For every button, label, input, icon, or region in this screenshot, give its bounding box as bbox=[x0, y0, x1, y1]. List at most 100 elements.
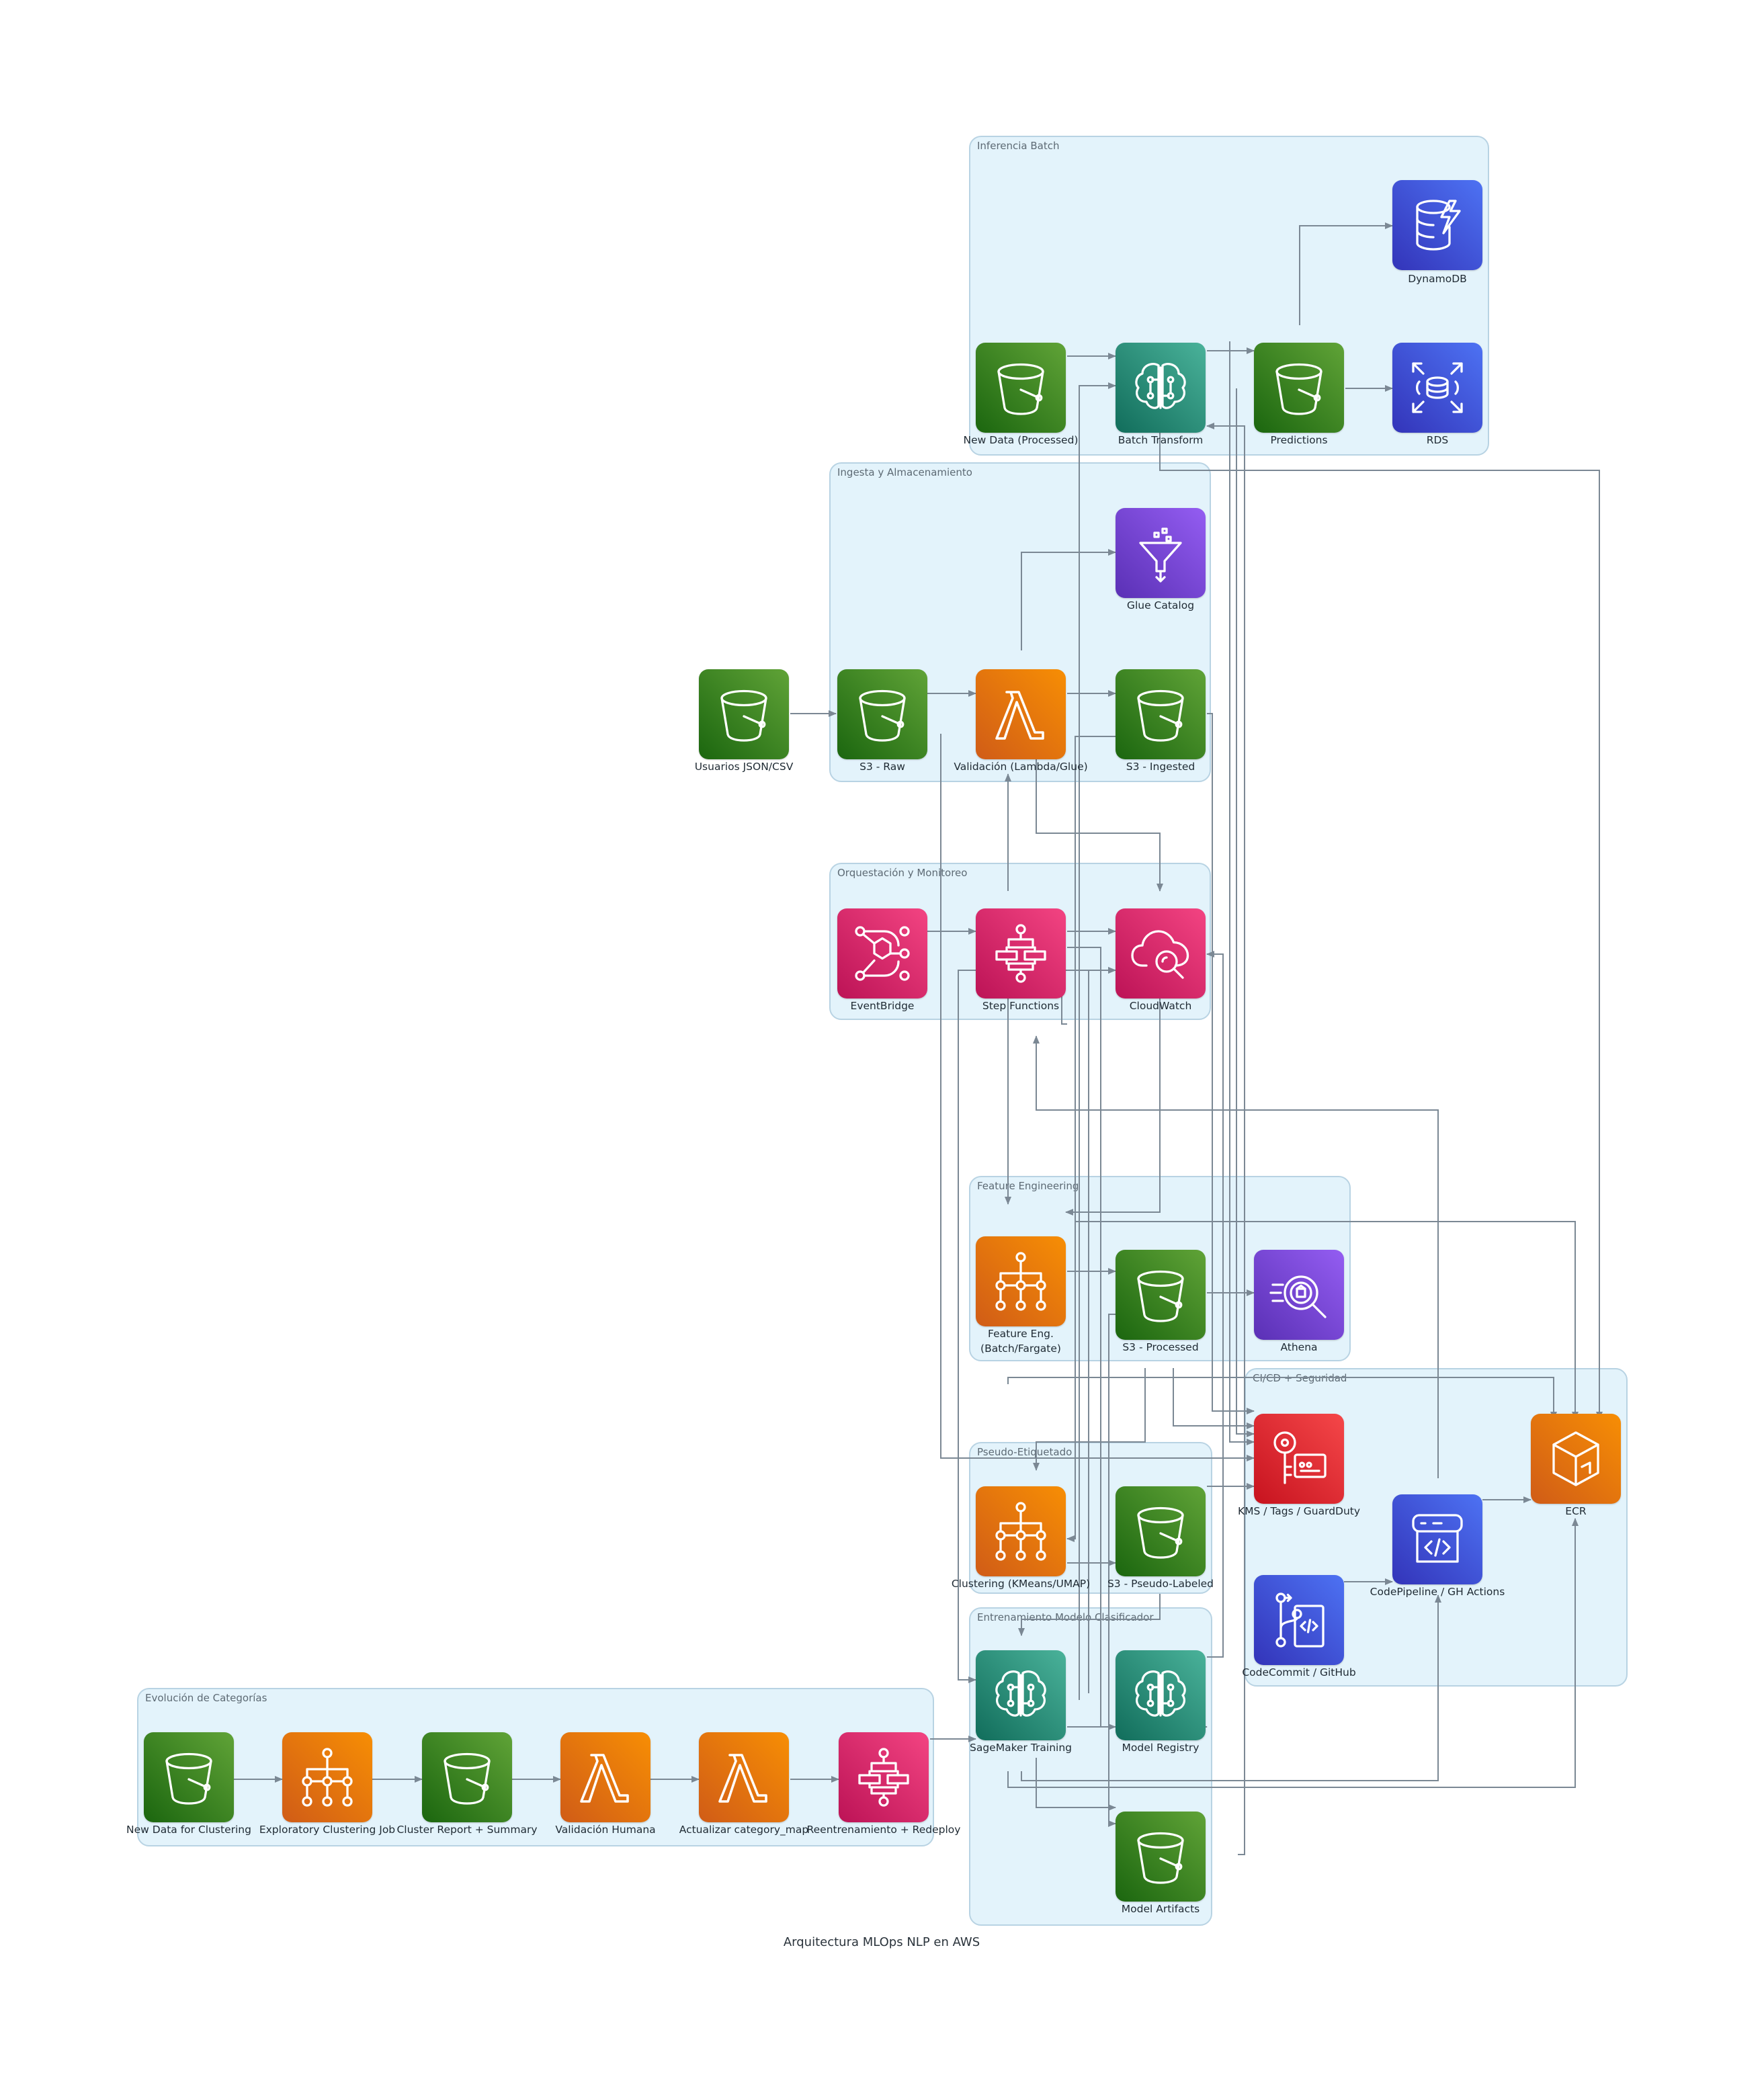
s3-ingested-node[interactable] bbox=[1116, 669, 1206, 759]
kms-node[interactable] bbox=[1254, 1414, 1344, 1504]
s3-bucket-icon bbox=[1275, 363, 1322, 415]
diagram-title: Arquitectura MLOps NLP en AWS bbox=[783, 1935, 980, 1949]
clustering-label: Clustering (KMeans/UMAP) bbox=[951, 1578, 1091, 1590]
s3-raw-label: S3 - Raw bbox=[859, 761, 905, 773]
new-data-processed-node[interactable] bbox=[976, 343, 1066, 433]
glue-catalog-node[interactable] bbox=[1116, 508, 1206, 598]
cluster-label: Feature Engineering bbox=[977, 1180, 1079, 1192]
validacion-node[interactable] bbox=[976, 669, 1066, 759]
step-functions-label: Step Functions bbox=[982, 1000, 1060, 1012]
sagemaker-icon bbox=[995, 1670, 1046, 1717]
model-registry-node[interactable] bbox=[1116, 1650, 1206, 1740]
actualizar-category-map-label: Actualizar category_map bbox=[679, 1824, 809, 1836]
eventbridge-icon bbox=[855, 926, 910, 981]
s3-processed-node[interactable] bbox=[1116, 1250, 1206, 1340]
s3-processed-label: S3 - Processed bbox=[1122, 1341, 1199, 1353]
s3-raw-node[interactable] bbox=[837, 669, 927, 759]
edge bbox=[1159, 433, 1603, 1420]
edge bbox=[1007, 1518, 1579, 1788]
clustering-node[interactable] bbox=[976, 1486, 1066, 1576]
edge bbox=[1075, 1221, 1579, 1420]
usuarios-label: Usuarios JSON/CSV bbox=[694, 761, 794, 773]
edge bbox=[1229, 341, 1255, 1445]
codecommit-node[interactable] bbox=[1254, 1575, 1344, 1665]
feature-eng-label-line2: (Batch/Fargate) bbox=[980, 1343, 1061, 1355]
batch-icon bbox=[302, 1748, 353, 1807]
athena-icon bbox=[1269, 1275, 1327, 1318]
cluster-report-node[interactable] bbox=[422, 1732, 512, 1822]
s3-bucket-icon bbox=[720, 689, 767, 742]
edge bbox=[940, 734, 1255, 1461]
edge bbox=[1021, 1594, 1441, 1781]
edge bbox=[1018, 1594, 1161, 1636]
cluster-evolucion-categorias: Evolución de Categorías bbox=[137, 1688, 934, 1846]
sagemaker-icon bbox=[1135, 363, 1186, 409]
new-data-clustering-label: New Data for Clustering bbox=[126, 1824, 251, 1836]
s3-pseudo-labeled-node[interactable] bbox=[1116, 1486, 1206, 1576]
edge bbox=[1036, 759, 1163, 892]
edge bbox=[1036, 1758, 1116, 1811]
codecommit-label: CodeCommit / GitHub bbox=[1242, 1666, 1356, 1678]
edge bbox=[1173, 1368, 1255, 1429]
feature-eng-label-line1: Feature Eng. bbox=[988, 1328, 1054, 1340]
feature-eng-label: Feature Eng. (Batch/Fargate) bbox=[980, 1326, 1061, 1356]
athena-node[interactable] bbox=[1254, 1250, 1344, 1340]
feature-eng-node[interactable] bbox=[976, 1236, 1066, 1326]
rds-node[interactable] bbox=[1392, 343, 1482, 433]
lambda-icon bbox=[580, 1754, 629, 1803]
eventbridge-node[interactable] bbox=[837, 908, 927, 998]
athena-label: Athena bbox=[1280, 1341, 1318, 1353]
edge bbox=[1207, 713, 1255, 1414]
s3-bucket-icon bbox=[997, 363, 1044, 415]
cloudwatch-node[interactable] bbox=[1116, 908, 1206, 998]
exploratory-clustering-node[interactable] bbox=[282, 1732, 372, 1822]
validacion-humana-node[interactable] bbox=[560, 1732, 650, 1822]
ecr-label: ECR bbox=[1565, 1505, 1587, 1517]
edge bbox=[1066, 736, 1116, 1542]
s3-bucket-icon bbox=[1137, 689, 1184, 742]
batch-transform-node[interactable] bbox=[1116, 343, 1206, 433]
dynamodb-node[interactable] bbox=[1392, 180, 1482, 270]
s3-bucket-icon bbox=[1137, 1270, 1184, 1322]
model-artifacts-node[interactable] bbox=[1116, 1812, 1206, 1902]
validacion-humana-label: Validación Humana bbox=[555, 1824, 656, 1836]
sagemaker-icon bbox=[1135, 1670, 1186, 1717]
ecr-node[interactable] bbox=[1531, 1414, 1621, 1504]
ecr-icon bbox=[1552, 1431, 1599, 1486]
kms-icon bbox=[1273, 1431, 1327, 1484]
lambda-icon bbox=[995, 691, 1044, 740]
edge bbox=[1079, 382, 1116, 1700]
edge bbox=[1206, 423, 1245, 1855]
actualizar-category-map-node[interactable] bbox=[699, 1732, 789, 1822]
edge bbox=[1299, 222, 1393, 325]
glue-icon bbox=[1139, 527, 1182, 583]
validacion-label: Validación (Lambda/Glue) bbox=[954, 761, 1088, 773]
eventbridge-label: EventBridge bbox=[850, 1000, 915, 1012]
edge bbox=[958, 970, 976, 1683]
predictions-node[interactable] bbox=[1254, 343, 1344, 433]
codepipeline-node[interactable] bbox=[1392, 1494, 1482, 1584]
dynamodb-icon bbox=[1416, 200, 1461, 251]
reentrenamiento-node[interactable] bbox=[839, 1732, 929, 1822]
cluster-label: Evolución de Categorías bbox=[145, 1692, 267, 1704]
sagemaker-training-label: SageMaker Training bbox=[969, 1742, 1073, 1754]
glue-catalog-label: Glue Catalog bbox=[1126, 599, 1195, 611]
s3-ingested-label: S3 - Ingested bbox=[1126, 761, 1195, 773]
cloudwatch-icon bbox=[1131, 930, 1189, 979]
new-data-processed-label: New Data (Processed) bbox=[963, 434, 1079, 446]
s3-bucket-icon bbox=[859, 689, 906, 742]
cluster-label: Pseudo-Etiquetado bbox=[977, 1446, 1073, 1458]
usuarios-node[interactable] bbox=[699, 669, 789, 759]
model-artifacts-label: Model Artifacts bbox=[1121, 1903, 1200, 1915]
rds-label: RDS bbox=[1426, 434, 1449, 446]
s3-bucket-icon bbox=[165, 1752, 212, 1805]
model-registry-label: Model Registry bbox=[1122, 1742, 1200, 1754]
s3-bucket-icon bbox=[1137, 1506, 1184, 1559]
new-data-clustering-node[interactable] bbox=[144, 1732, 234, 1822]
dynamodb-label: DynamoDB bbox=[1408, 273, 1467, 285]
rds-icon bbox=[1412, 362, 1463, 413]
step-functions-node[interactable] bbox=[976, 908, 1066, 998]
edge bbox=[1007, 1377, 1557, 1420]
sagemaker-training-node[interactable] bbox=[976, 1650, 1066, 1740]
edge bbox=[1033, 1368, 1146, 1471]
